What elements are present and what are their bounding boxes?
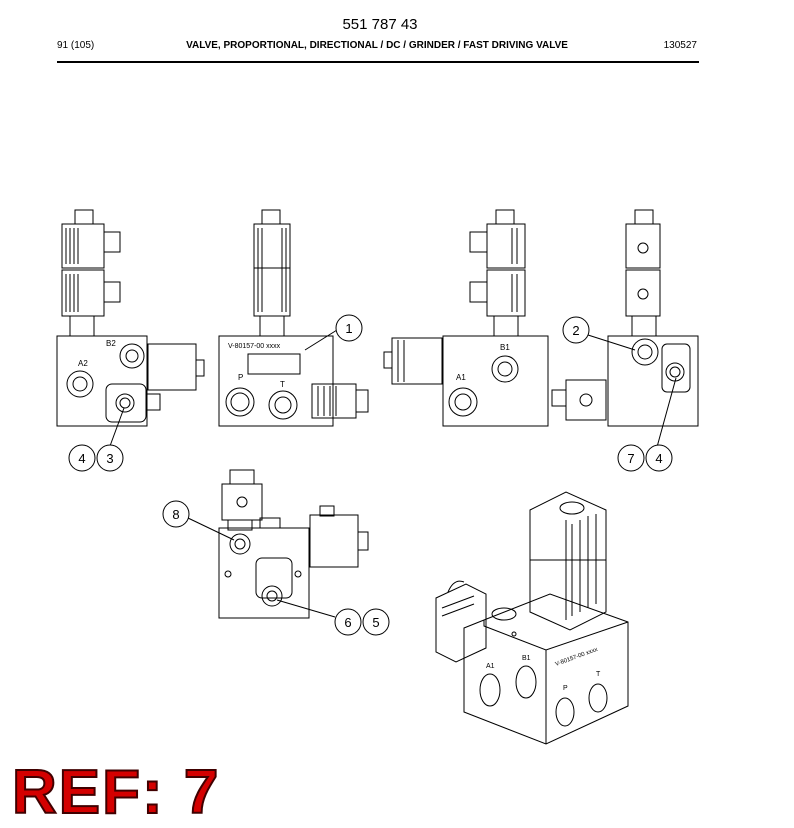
callouts: 1 2 4 3 7 4 8 6 5 — [68, 314, 673, 636]
view-rear — [551, 209, 699, 427]
iso-port-a1-label: A1 — [486, 663, 495, 670]
view-right-side: B1 A1 — [383, 209, 549, 427]
port-a2-label: A2 — [78, 359, 88, 368]
iso-port-b1-label: B1 — [522, 655, 531, 662]
port-a1-label: A1 — [456, 373, 466, 382]
part-number: 551 787 43 — [342, 16, 418, 33]
callout-4-left: 4 — [78, 451, 85, 466]
view-isometric: A1 B1 P T V-80157-00 xxxx — [435, 491, 629, 745]
ref-label: REF: 7 — [11, 757, 221, 828]
iso-port-p-label: P — [563, 685, 568, 692]
page-number: 91 (105) — [57, 40, 95, 51]
callout-8: 8 — [172, 507, 179, 522]
block-marking-front: V-80157-00 xxxx — [228, 343, 281, 350]
page-title: VALVE, PROPORTIONAL, DIRECTIONAL / DC / … — [186, 40, 568, 51]
port-b2-label: B2 — [106, 339, 116, 348]
port-p-label: P — [238, 373, 243, 382]
callout-7: 7 — [627, 451, 634, 466]
iso-block-marking: V-80157-00 xxxx — [555, 647, 599, 668]
callout-3: 3 — [106, 451, 113, 466]
callout-4-right: 4 — [655, 451, 662, 466]
view-left-side: A2 B2 — [56, 209, 205, 427]
callout-2: 2 — [572, 323, 579, 338]
header-rule — [57, 61, 699, 63]
view-front: V-80157-00 xxxx P T — [218, 209, 369, 427]
date-code: 130527 — [663, 40, 697, 51]
view-bottom — [218, 469, 369, 619]
port-b1-label: B1 — [500, 343, 510, 352]
leader-lines — [109, 329, 677, 618]
iso-port-t-label: T — [596, 671, 601, 678]
callout-1: 1 — [345, 321, 352, 336]
header-row: 91 (105) VALVE, PROPORTIONAL, DIRECTIONA… — [57, 40, 697, 56]
callout-6: 6 — [344, 615, 351, 630]
port-t-label: T — [280, 380, 285, 389]
callout-5: 5 — [372, 615, 379, 630]
